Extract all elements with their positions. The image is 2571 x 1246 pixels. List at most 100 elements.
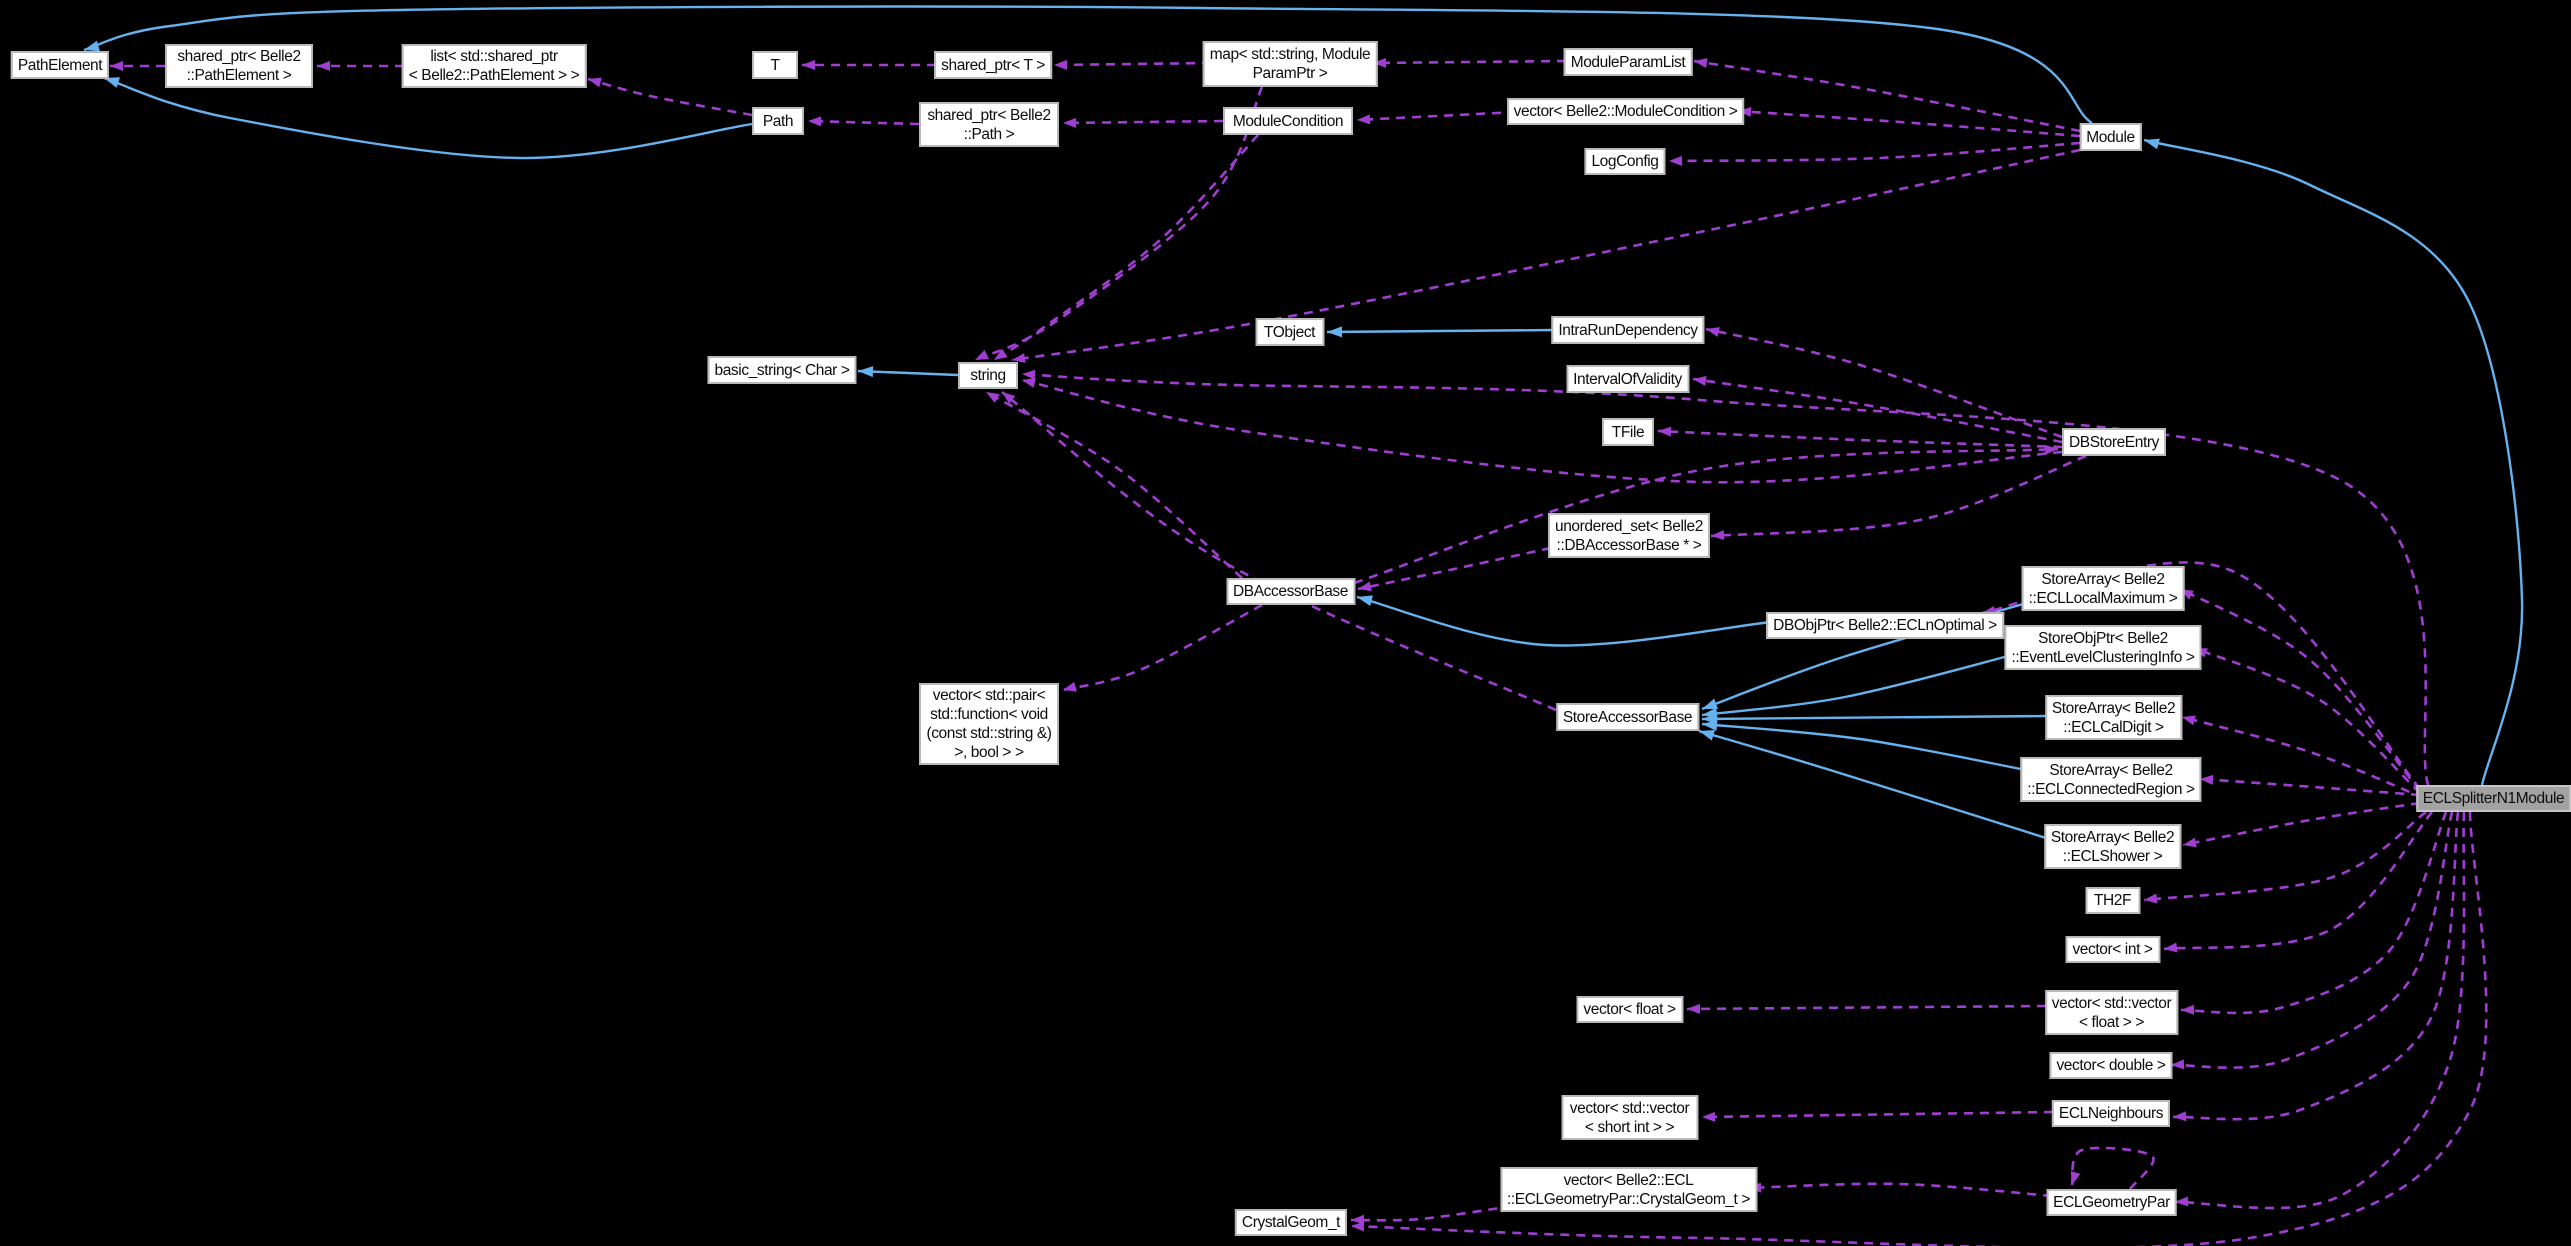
edge-ecl-splitter-n1-module-to-string [1021,372,2430,786]
arrowhead-module-to-path-element [84,40,100,52]
arrowhead-module-param-list-to-map-moduleparamptr [1373,57,1387,68]
arrowhead-storearray-eclconnectedregion-to-store-accessor-base [1702,719,1718,731]
edge-module-to-log-config [1668,141,2081,163]
node-tfile[interactable]: TFile [1602,418,1654,446]
edge-dbstore-entry-to-tfile [1657,429,2063,449]
node-string[interactable]: string [958,362,1018,389]
node-module-param-list[interactable]: ModuleParamList [1563,48,1693,76]
node-shared-ptr-path[interactable]: shared_ptr< Belle2 ::Path > [919,102,1059,147]
arrowhead-module-to-module-param-list [1694,58,1708,69]
edge-module-param-list-to-map-moduleparamptr [1372,59,1567,65]
node-shared-ptr-t[interactable]: shared_ptr< T > [934,51,1052,79]
node-vector-int[interactable]: vector< int > [2065,936,2160,963]
node-path[interactable]: Path [752,107,804,135]
node-intra-run-dependency[interactable]: IntraRunDependency [1551,316,1705,344]
edge-dbstore-entry-to-intra-run-dependency [1705,327,2063,439]
arrowhead-ecl-neighbours-to-vector-vector-short-int [1702,1111,1716,1122]
node-ecl-geometry-par[interactable]: ECLGeometryPar [2046,1189,2177,1216]
node-module[interactable]: Module [2079,123,2142,151]
arrowhead-module-condition-to-string [994,348,1008,360]
node-vector-vector-float[interactable]: vector< std::vector < float > > [2044,990,2179,1035]
arrowhead-vector-module-condition-to-module-condition [1357,114,1371,125]
arrowhead-module-to-string [1012,353,1026,363]
arrowhead-path-to-path-element [104,77,120,88]
edge-intra-run-dependency-to-tobject [1326,328,1555,334]
arrowhead-store-accessor-base-to-string [1002,392,1016,404]
node-ecl-splitter-n1-module[interactable]: ECLSplitterN1Module [2415,785,2571,812]
edge-ecl-splitter-n1-module-to-vector-int [2163,811,2433,951]
node-vector-pair-function[interactable]: vector< std::pair< std::function< void (… [919,683,1059,765]
edge-storeobjptr-eventlevelclusteringinfo-to-store-accessor-base [1701,652,2017,717]
node-shared-ptr-pathelement[interactable]: shared_ptr< Belle2 ::PathElement > [165,44,313,88]
node-dbobjptr-eclnoptimal[interactable]: DBObjPtr< Belle2::ECLnOptimal > [1766,612,2004,639]
node-crystalgeom-t[interactable]: CrystalGeom_t [1234,1209,1348,1236]
edge-vector-vector-float-to-vector-float [1686,1004,2047,1011]
edge-ecl-splitter-n1-module-to-storearray-eclconnectedregion [2199,777,2421,797]
node-storearray-eclcaldigit[interactable]: StoreArray< Belle2 ::ECLCalDigit > [2044,695,2183,740]
arrowhead-ecl-splitter-n1-module-to-string [1022,369,1036,380]
edge-module-condition-to-string [993,134,1259,362]
arrowhead-dbstore-entry-to-unordered-set-dbaccessor [1711,530,1725,540]
arrowhead-list-shared-ptr-to-shared-ptr-pathelement [317,61,330,71]
arrowhead-ecl-splitter-n1-module-to-storearray-eclcaldigit [2182,715,2196,726]
arrowhead-path-to-list-shared-ptr [588,77,602,88]
node-path-element[interactable]: PathElement [10,51,110,79]
node-tobject[interactable]: TObject [1255,318,1324,346]
node-dbaccessor-base[interactable]: DBAccessorBase [1225,578,1356,605]
edge-dbaccessor-base-to-vector-pair-function [1062,603,1263,692]
node-log-config[interactable]: LogConfig [1584,148,1666,175]
node-th2f[interactable]: TH2F [2085,887,2140,914]
arrowhead-shared-ptr-pathelement-to-path-element [110,61,123,71]
node-storearray-ecllocalmaximum[interactable]: StoreArray< Belle2 ::ECLLocalMaximum > [2021,566,2185,611]
edge-module-to-vector-module-condition [1737,109,2081,138]
node-storeobjptr-eventlevelclusteringinfo[interactable]: StoreObjPtr< Belle2 ::EventLevelClusteri… [2004,625,2202,670]
node-basic-string[interactable]: basic_string< Char > [707,356,857,384]
node-ecl-neighbours[interactable]: ECLNeighbours [2051,1100,2171,1127]
edge-ecl-splitter-n1-module-to-storearray-ecllocalmaximum [2179,587,2421,792]
arrowhead-ecl-splitter-n1-module-to-th2f [2144,893,2158,904]
node-t[interactable]: T [752,51,798,79]
edge-dbaccessor-base-to-dbstore-entry [1353,447,2059,585]
arrowhead-dbobjptr-eclnoptimal-to-dbaccessor-base [1357,595,1373,607]
arrowhead-string-to-basic-string [858,366,874,378]
node-storearray-eclconnectedregion[interactable]: StoreArray< Belle2 ::ECLConnectedRegion … [2020,757,2202,802]
node-list-shared-ptr[interactable]: list< std::shared_ptr < Belle2::PathElem… [401,44,587,88]
edge-ecl-geometry-par-to-ecl-geometry-par [2070,1146,2155,1190]
edge-ecl-splitter-n1-module-to-vector-double [2170,811,2454,1069]
edge-dbstore-entry-to-string [1021,378,2063,484]
edge-string-to-basic-string [857,369,959,377]
node-unordered-set-dbaccessor[interactable]: unordered_set< Belle2 ::DBAccessorBase *… [1547,513,1711,558]
arrowhead-ecl-splitter-n1-module-to-storearray-eclconnectedregion [2200,774,2214,785]
arrowhead-dbstore-entry-to-interval-of-validity [1693,375,1707,386]
node-store-accessor-base[interactable]: StoreAccessorBase [1555,703,1700,731]
node-interval-of-validity[interactable]: IntervalOfValidity [1566,365,1689,393]
edge-ecl-neighbours-to-vector-vector-short-int [1701,1110,2054,1119]
arrowhead-map-moduleparamptr-to-string [975,349,989,360]
arrowhead-ecl-splitter-n1-module-to-ecl-neighbours [2173,1111,2187,1122]
edge-ecl-splitter-n1-module-to-storearray-eclcaldigit [2181,715,2425,800]
arrowhead-module-condition-to-shared-ptr-path [1063,117,1077,128]
arrowhead-shared-ptr-path-to-path [808,116,822,127]
node-vector-vector-short-int[interactable]: vector< std::vector < short int > > [1561,1095,1698,1140]
node-module-condition[interactable]: ModuleCondition [1223,107,1353,135]
arrowhead-module-to-log-config [1669,155,1683,166]
node-vector-module-condition[interactable]: vector< Belle2::ModuleCondition > [1506,98,1745,125]
node-storearray-eclshower[interactable]: StoreArray< Belle2 ::ECLShower > [2043,824,2182,869]
edge-ecl-splitter-n1-module-to-ecl-neighbours [2172,811,2460,1121]
arrowhead-dbstore-entry-to-intra-run-dependency [1706,327,1720,337]
edge-module-to-string [1011,148,2081,362]
arrowhead-unordered-set-dbaccessor-to-dbaccessor-base [1358,581,1372,592]
node-map-moduleparamptr[interactable]: map< std::string, Module ParamPtr > [1202,41,1378,87]
edge-ecl-splitter-n1-module-to-module [2143,138,2524,786]
node-vector-crystalgeom[interactable]: vector< Belle2::ECL ::ECLGeometryPar::Cr… [1499,1167,1758,1212]
edge-dbobjptr-eclnoptimal-to-dbaccessor-base [1356,595,1772,647]
edge-storearray-eclconnectedregion-to-store-accessor-base [1701,722,2027,772]
arrowhead-ecl-splitter-n1-module-to-vector-double [2171,1059,2185,1070]
edge-module-to-path-element [83,5,2093,125]
edge-unordered-set-dbaccessor-to-dbaccessor-base [1357,546,1552,591]
node-vector-float[interactable]: vector< float > [1576,996,1683,1023]
arrowhead-ecl-splitter-n1-module-to-crystalgeom-t [1351,1221,1365,1232]
edge-ecl-splitter-n1-module-to-crystalgeom-t [1350,811,2488,1246]
node-dbstore-entry[interactable]: DBStoreEntry [2062,428,2166,456]
node-vector-double[interactable]: vector< double > [2049,1052,2173,1079]
